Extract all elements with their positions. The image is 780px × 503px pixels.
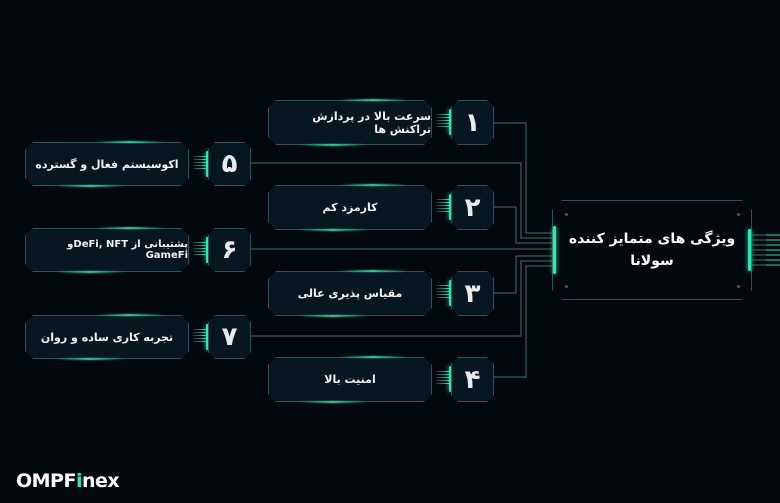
hub-right-glow-bar [748,229,751,271]
feature-number-badge: ۱ [451,100,494,145]
feature-number-badge: ۳ [451,271,494,316]
feature-number-badge: ۷ [208,315,251,359]
hub-left-glow-bar [553,226,556,274]
feature-label-card: امنیت بالا [268,357,432,402]
hub-rivet [737,285,740,288]
feature-1: سرعت بالا در پردازش تراکنش ها ۱ [268,99,494,146]
feature-2: کارمزد کم ۲ [268,184,494,231]
feature-label-card: سرعت بالا در پردازش تراکنش ها [268,100,432,145]
feature-label-card: پشتیبانی از DeFi, NFTو GameFi [25,228,189,272]
feature-label: اکوسیستم فعال و گسترده [35,157,179,171]
feature-4: امنیت بالا ۴ [268,356,494,403]
feature-7: تجربه کاری ساده و روان ۷ [25,314,251,360]
feature-label: مقیاس پذیری عالی [297,287,403,300]
hub-title-line1: ویژگی های متمایز کننده [568,231,736,247]
feature-label-card: اکوسیستم فعال و گسترده [25,142,189,186]
feature-label-card: تجربه کاری ساده و روان [25,315,189,359]
feature-label: امنیت بالا [324,373,376,386]
feature-label: کارمزد کم [322,201,378,214]
logo-accent-letter: i [75,470,83,492]
feature-label: پشتیبانی از DeFi, NFTو GameFi [67,239,188,261]
feature-label: سرعت بالا در پردازش تراکنش ها [312,109,431,136]
hub-rivet [565,285,568,288]
brand-logo: OMPFinex [16,470,120,492]
hub-title-line2: سولانا [630,253,674,269]
feature-label-card: مقیاس پذیری عالی [268,271,432,316]
hub-rivet [565,213,568,216]
hub-rivet [737,213,740,216]
feature-5: اکوسیستم فعال و گسترده ۵ [25,141,251,187]
feature-6: پشتیبانی از DeFi, NFTو GameFi ۶ [25,227,251,273]
feature-number-badge: ۲ [451,185,494,230]
feature-label: تجربه کاری ساده و روان [40,330,174,344]
feature-label-card: کارمزد کم [268,185,432,230]
feature-3: مقیاس پذیری عالی ۳ [268,270,494,317]
hub-title-box: ویژگی های متمایز کننده سولانا [552,200,752,300]
feature-number-badge: ۶ [208,228,251,272]
feature-number-badge: ۴ [451,357,494,402]
feature-number-badge: ۵ [208,142,251,186]
